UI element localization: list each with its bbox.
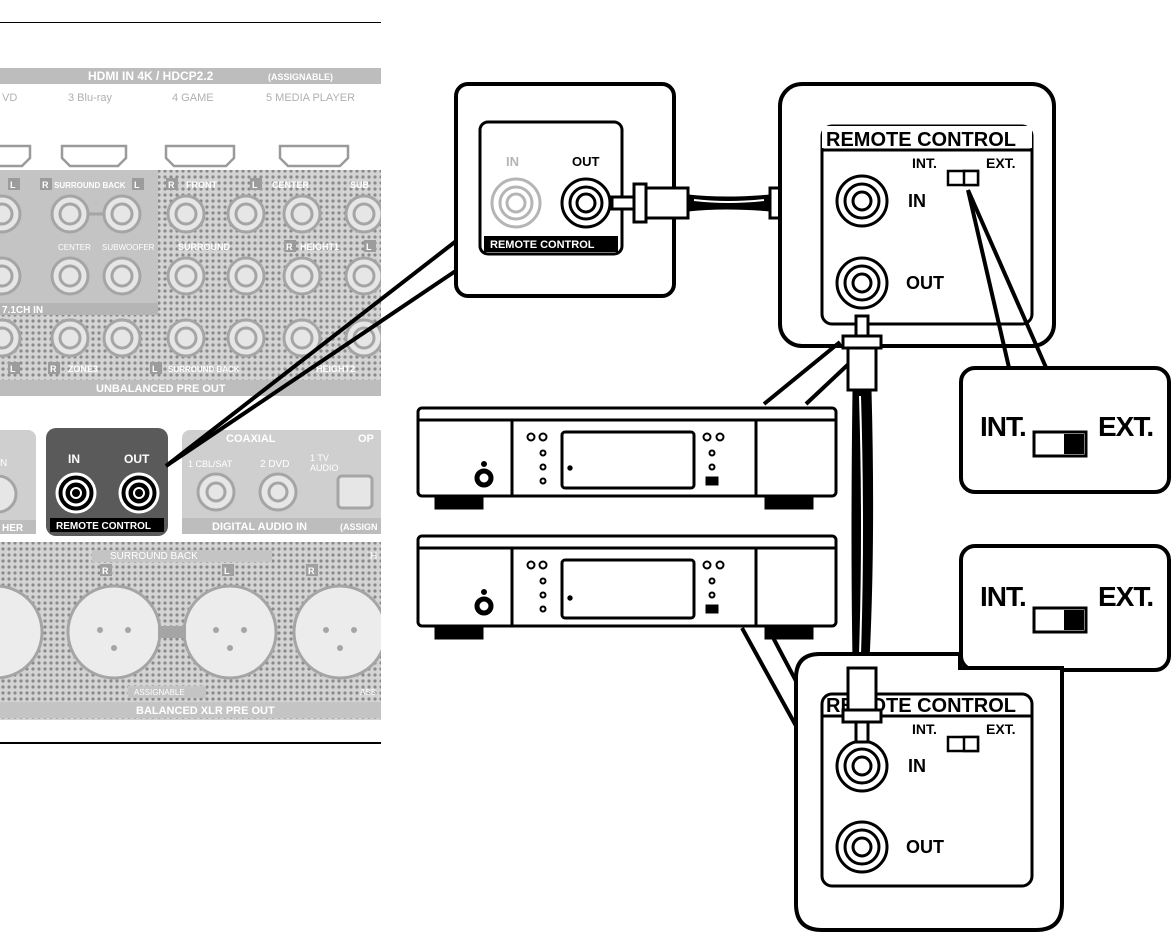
receiver-remote-control-jacks: IN OUT REMOTE CONTROL bbox=[46, 428, 168, 536]
row1-label: R bbox=[42, 180, 49, 190]
switch-callout-1: INT. EXT. bbox=[959, 366, 1171, 494]
device2-ext-label: EXT. bbox=[986, 721, 1016, 737]
callout2-ext-label: EXT. bbox=[1098, 581, 1153, 612]
device1-ext-label: EXT. bbox=[986, 155, 1016, 171]
callout1-int-label: INT. bbox=[980, 411, 1026, 442]
device1-in-jack bbox=[835, 174, 889, 228]
hdmi-input-label: 5 MEDIA PLAYER bbox=[266, 92, 355, 104]
panel-top-rule bbox=[0, 22, 381, 23]
device1-int-label: INT. bbox=[912, 155, 937, 171]
zoom-in-label: IN bbox=[506, 154, 519, 169]
callout2-int-label: INT. bbox=[980, 581, 1026, 612]
xlr-connectors bbox=[0, 584, 381, 680]
device1-out-label: OUT bbox=[906, 273, 944, 293]
row3-label: L bbox=[152, 364, 158, 374]
row1-label: L bbox=[10, 180, 16, 190]
device2-remote-panel: REMOTE CONTROL INT. EXT. IN OUT bbox=[794, 652, 1064, 932]
switch-callout-2: INT. EXT. bbox=[959, 544, 1171, 672]
hdmi-header: HDMI IN 4K / HDCP2.2 bbox=[88, 69, 214, 83]
partial-label: N bbox=[0, 458, 7, 469]
zoom-out-jack bbox=[560, 177, 612, 229]
xlr-r2-label: R bbox=[308, 566, 315, 576]
cable2-plug-tip bbox=[841, 666, 883, 744]
xlr-surround-back-label: SURROUND BACK bbox=[110, 551, 198, 562]
receiver-rear-panel: HDMI IN 4K / HDCP2.2 (ASSIGNABLE) VD 3 B… bbox=[0, 22, 381, 744]
xlr-h-label: H bbox=[370, 551, 377, 562]
row2-label: CENTER bbox=[58, 243, 91, 252]
row3-label: R bbox=[50, 364, 57, 374]
rca-jacks-row1 bbox=[0, 194, 381, 234]
row2-label: R bbox=[286, 242, 293, 252]
balanced-xlr-label: BALANCED XLR PRE OUT bbox=[136, 705, 275, 717]
remote-out-label: OUT bbox=[124, 452, 150, 466]
row3-label: L bbox=[10, 364, 16, 374]
assignable-label: ASSIGNABLE bbox=[134, 688, 185, 697]
row2-label: HEIGHT1 bbox=[300, 242, 339, 252]
hdmi-assignable: (ASSIGNABLE) bbox=[268, 72, 333, 82]
device-player-2 bbox=[416, 534, 838, 640]
device-player-1 bbox=[416, 406, 838, 510]
xlr-l-label: L bbox=[224, 566, 230, 576]
device1-out-jack bbox=[835, 256, 889, 310]
coax-input-label: 1 CBL/SAT bbox=[188, 459, 233, 469]
callout-lines bbox=[164, 236, 462, 468]
coax-input-label: 2 DVD bbox=[260, 459, 289, 470]
row1-label: SUB bbox=[350, 180, 370, 190]
device1-remote-label: REMOTE CONTROL bbox=[826, 129, 1016, 151]
hdmi-input-label: 3 Blu-ray bbox=[68, 92, 113, 104]
callout1-ext-label: EXT. bbox=[1098, 411, 1153, 442]
rca-jacks-row2 bbox=[0, 256, 381, 296]
panel-bottom-rule bbox=[0, 742, 381, 744]
row1-label: R bbox=[168, 180, 175, 190]
coax-input-label: AUDIO bbox=[310, 463, 339, 473]
zoom-remote-label: REMOTE CONTROL bbox=[490, 239, 595, 251]
section-label-71ch: 7.1CH IN bbox=[2, 305, 43, 316]
device2-out-jack bbox=[835, 820, 889, 874]
digital-assign-label: (ASSIGN bbox=[340, 522, 378, 532]
row3-label: SURROUND BACK bbox=[168, 365, 240, 374]
remote-in-label: IN bbox=[68, 452, 80, 466]
row1-label: SURROUND BACK bbox=[54, 181, 126, 190]
hdmi-input-label: VD bbox=[2, 92, 17, 104]
hdmi-input-label: 4 GAME bbox=[172, 92, 214, 104]
device2-out-label: OUT bbox=[906, 837, 944, 857]
row1-label: L bbox=[252, 180, 258, 190]
row1-label: FRONT bbox=[186, 180, 217, 190]
device2-in-label: IN bbox=[908, 756, 926, 776]
xlr-r-label: R bbox=[102, 566, 109, 576]
device1-remote-panel: REMOTE CONTROL INT. EXT. IN OUT bbox=[778, 82, 1056, 348]
unbalanced-pre-out-label: UNBALANCED PRE OUT bbox=[96, 383, 226, 395]
row2-label: L bbox=[366, 242, 372, 252]
partial-label: HER bbox=[2, 523, 24, 534]
row3-label: ZONE3 bbox=[68, 364, 98, 374]
device1-in-label: IN bbox=[908, 191, 926, 211]
zoom-in-jack bbox=[490, 177, 542, 229]
row1-label: L bbox=[134, 180, 140, 190]
row2-label: SUBWOOFER bbox=[102, 243, 155, 252]
row1-label: CENTER bbox=[272, 180, 310, 190]
hdmi-ports bbox=[0, 144, 350, 168]
assignable-label: ASS bbox=[360, 688, 376, 697]
coaxial-label: COAXIAL bbox=[226, 433, 276, 445]
row2-label: SURROUND bbox=[178, 242, 231, 252]
receiver-remote-zoom: IN OUT REMOTE CONTROL bbox=[454, 82, 676, 298]
zoom-out-label: OUT bbox=[572, 154, 600, 169]
device2-int-label: INT. bbox=[912, 721, 937, 737]
optical-label: OP bbox=[358, 433, 374, 445]
digital-audio-label: DIGITAL AUDIO IN bbox=[212, 521, 307, 533]
coax-input-label: 1 TV bbox=[310, 453, 329, 463]
row3-label: HEIGHT2 bbox=[316, 364, 355, 374]
rca-jacks-row3 bbox=[0, 318, 381, 358]
remote-control-label: REMOTE CONTROL bbox=[56, 521, 151, 532]
